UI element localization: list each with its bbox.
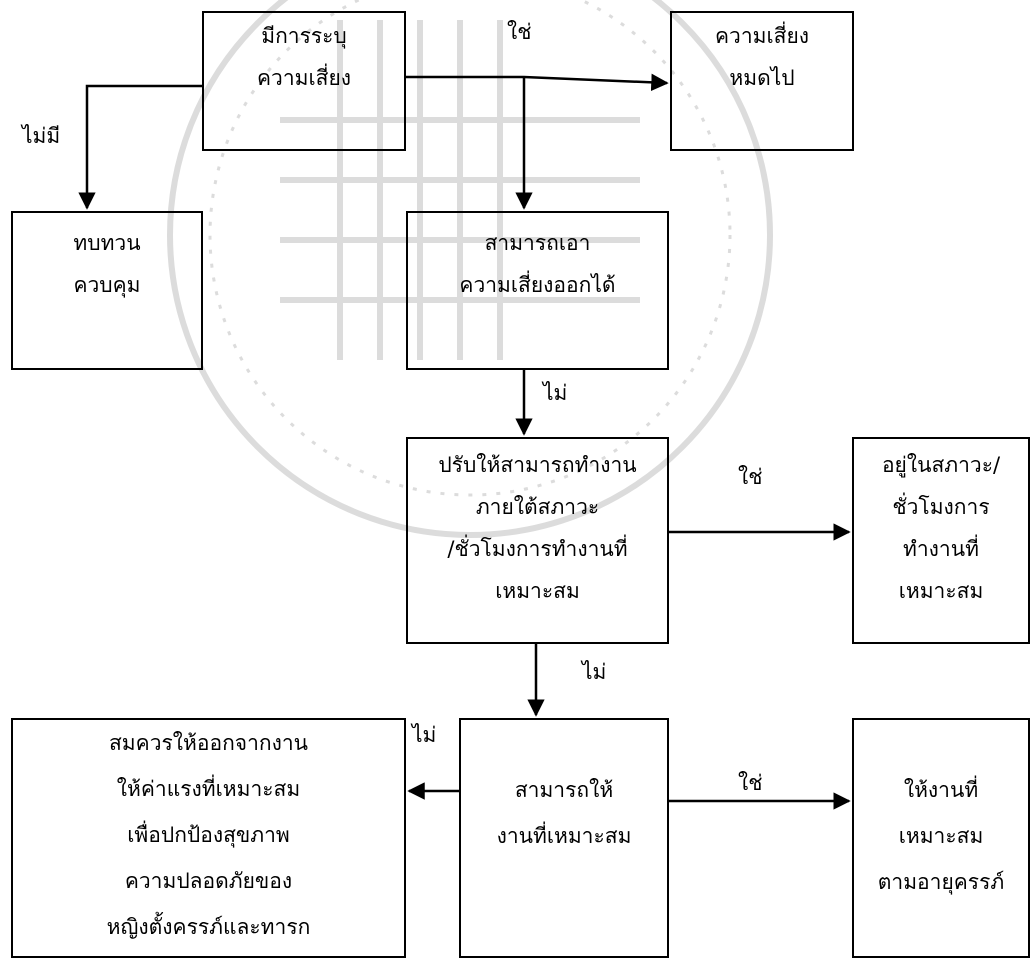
identify-risk-box <box>202 11 406 151</box>
adjust-work-line: เหมาะสม <box>495 579 580 603</box>
remove-risk-text: สามารถเอา ความเสี่ยงออกได้ <box>406 222 669 306</box>
identify-risk-line: มีการระบุ <box>261 24 347 48</box>
remove-risk-box <box>406 211 669 370</box>
give-work-line: เหมาะสม <box>898 824 984 848</box>
leave-work-line: ความปลอดภัยของ <box>124 869 293 893</box>
risk-gone-line: หมดไป <box>729 66 795 90</box>
in-condition-line: ทำงานที่ <box>903 537 979 561</box>
in-condition-line: เหมาะสม <box>898 579 984 603</box>
leave-work-line: เพื่อปกป้องสุขภาพ <box>127 823 290 847</box>
leave-work-line: หญิงตั้งครรภ์และทารก <box>106 915 311 939</box>
label-no-remove: ไม่ <box>543 381 568 405</box>
label-yes-top: ใช่ <box>507 20 532 44</box>
identify-risk-text: มีการระบุ ความเสี่ยง <box>202 15 406 99</box>
in-condition-text: อยู่ในสภาวะ/ ชั่วโมงการ ทำงานที่ เหมาะสม <box>852 444 1030 612</box>
review-control-box <box>11 211 203 370</box>
assign-work-line: งานที่เหมาะสม <box>496 824 632 848</box>
adjust-work-line: ปรับให้สามารถทำงาน <box>438 453 637 477</box>
adjust-work-text: ปรับให้สามารถทำงาน ภายใต้สภาวะ /ชั่วโมงก… <box>406 444 669 612</box>
give-work-text: ให้งานที่ เหมาะสม ตามอายุครรภ์ <box>852 767 1030 905</box>
in-condition-line: อยู่ในสภาวะ/ <box>881 453 1001 477</box>
remove-risk-line: ความเสี่ยงออกได้ <box>459 273 616 297</box>
give-work-line: ตามอายุครรภ์ <box>877 870 1005 894</box>
leave-work-text: สมควรให้ออกจากงาน ให้ค่าแรงที่เหมาะสม เพ… <box>11 720 406 950</box>
label-no-left: ไม่มี <box>22 124 61 148</box>
risk-gone-line: ความเสี่ยง <box>714 24 810 48</box>
leave-work-line: สมควรให้ออกจากงาน <box>108 731 309 755</box>
review-control-line: ควบคุม <box>73 273 141 297</box>
label-no-adjust: ไม่ <box>582 660 607 684</box>
in-condition-line: ชั่วโมงการ <box>892 495 990 519</box>
risk-gone-text: ความเสี่ยง หมดไป <box>670 15 854 99</box>
label-yes-adjust: ใช่ <box>738 465 763 489</box>
arrow-no-review <box>78 84 202 210</box>
label-yes-assign: ใช่ <box>738 771 763 795</box>
arrow-yes-risk-gone <box>406 73 669 92</box>
adjust-work-box <box>406 437 669 644</box>
identify-risk-line: ความเสี่ยง <box>256 66 352 90</box>
give-work-line: ให้งานที่ <box>903 778 979 802</box>
risk-gone-box <box>670 11 854 151</box>
adjust-work-line: /ชั่วโมงการทำงานที่ <box>447 537 628 561</box>
label-no-assign: ไม่ <box>412 723 437 747</box>
review-control-text: ทบทวน ควบคุม <box>11 222 203 306</box>
adjust-work-line: ภายใต้สภาวะ <box>475 495 600 519</box>
review-control-line: ทบทวน <box>73 231 141 255</box>
leave-work-line: ให้ค่าแรงที่เหมาะสม <box>116 777 301 801</box>
in-condition-box <box>852 437 1030 644</box>
assign-work-line: สามารถให้ <box>514 778 614 802</box>
assign-work-text: สามารถให้ งานที่เหมาะสม <box>459 767 669 859</box>
remove-risk-line: สามารถเอา <box>484 231 591 255</box>
